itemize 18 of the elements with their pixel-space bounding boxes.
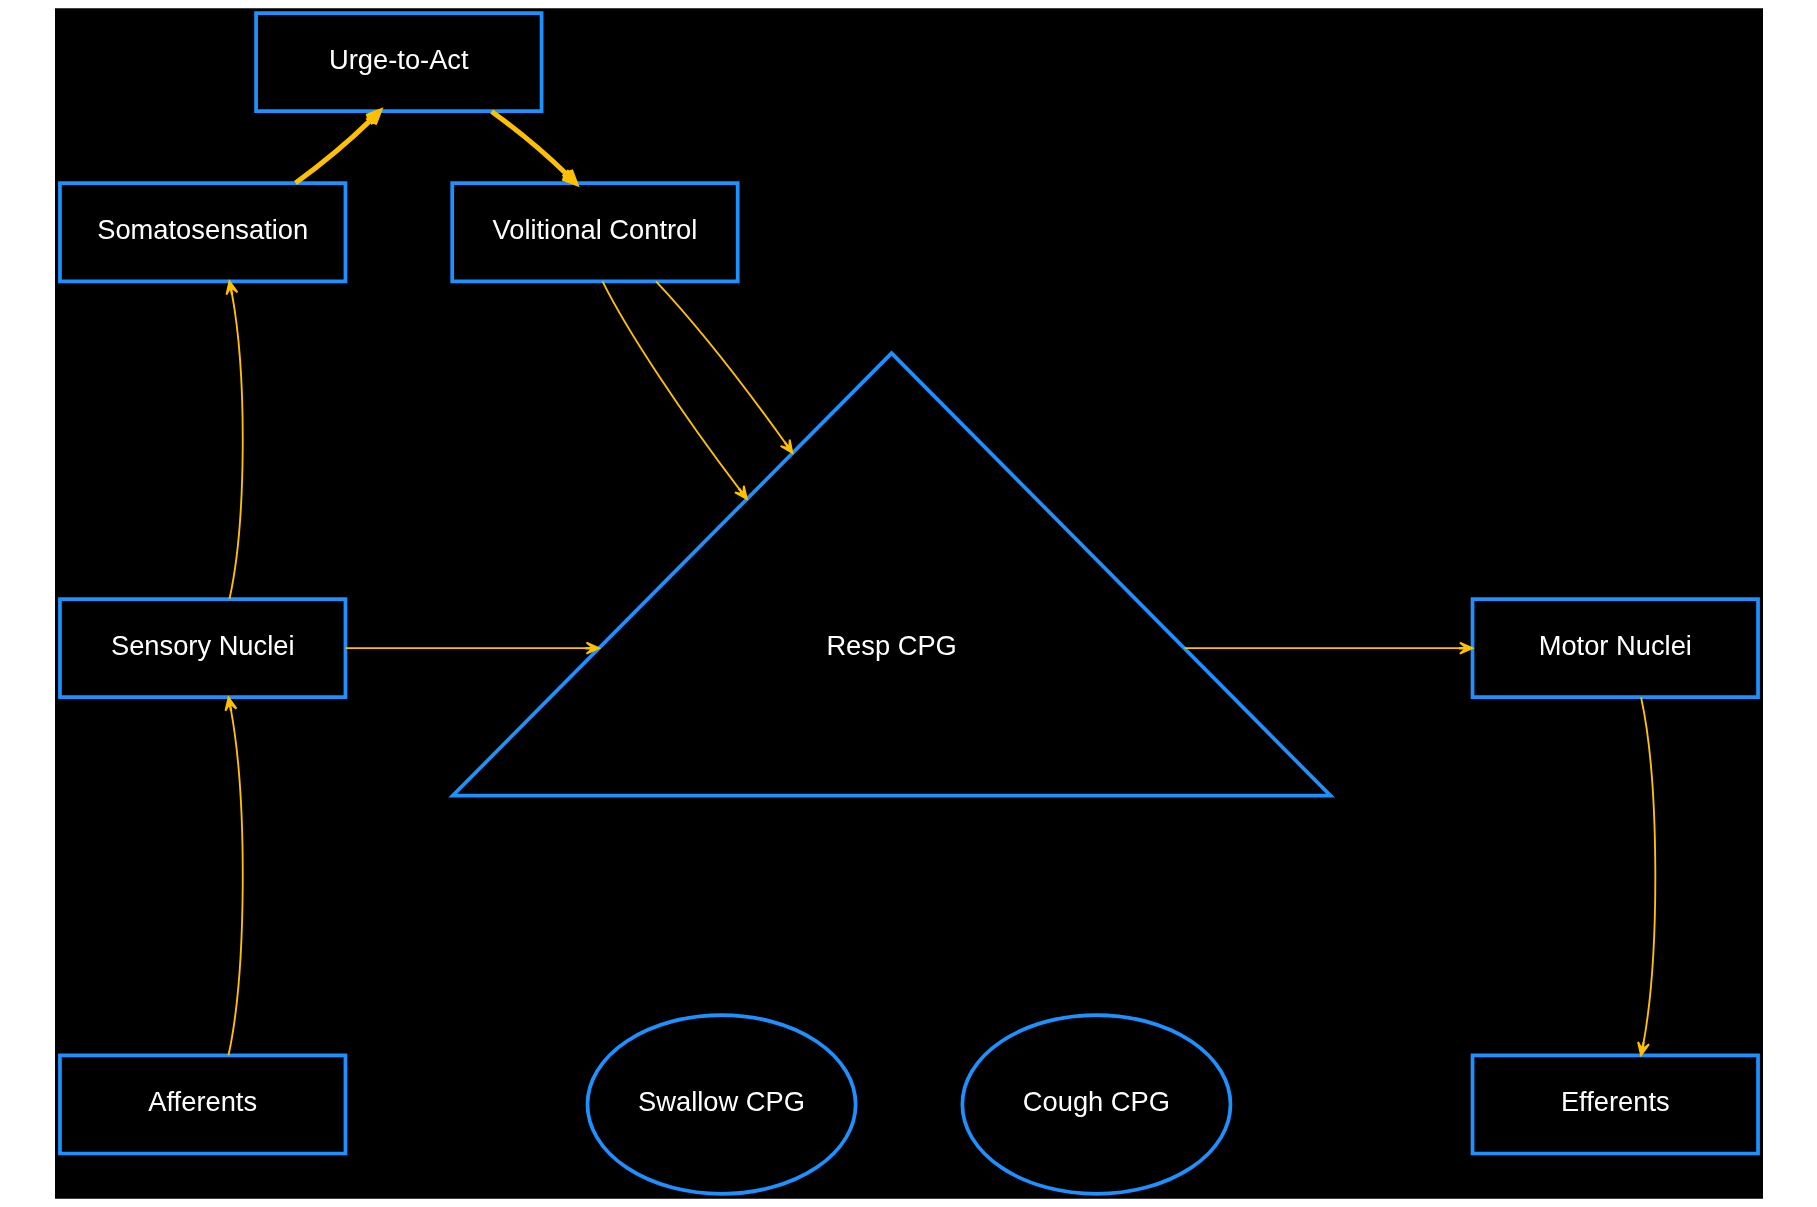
arrow <box>225 280 244 600</box>
node-box: Sensory Nuclei <box>57 597 347 700</box>
arrow <box>293 108 382 185</box>
arrow <box>344 641 600 655</box>
node-box: Motor Nuclei <box>1470 597 1760 700</box>
arrow <box>1183 641 1473 655</box>
node-box: Urge-to-Act <box>253 11 543 114</box>
arrow <box>1636 696 1656 1057</box>
node-box: Somatosensation <box>57 181 347 284</box>
arrow <box>601 280 748 500</box>
arrow <box>654 280 793 454</box>
node-box: Afferents <box>57 1053 347 1156</box>
arrow <box>224 696 244 1057</box>
node-ellipse: Swallow CPG <box>585 1013 857 1196</box>
arrow <box>489 109 578 186</box>
node-ellipse: Cough CPG <box>960 1013 1232 1196</box>
node-box: Volitional Control <box>449 181 740 284</box>
node-box: Efferents <box>1470 1053 1760 1156</box>
